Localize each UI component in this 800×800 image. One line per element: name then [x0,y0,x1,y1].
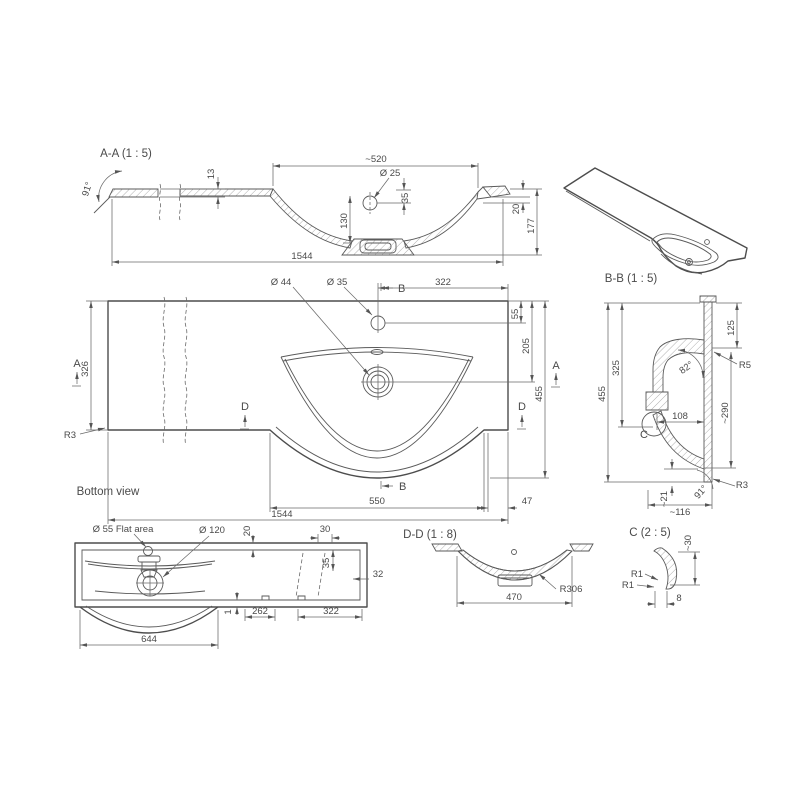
view-detail-c: C (2 : 5) ~30 R1 R1 8 [622,527,700,608]
dim-322-front: 322 [323,606,339,617]
dim-262: 262 [252,606,268,617]
dim-644: 644 [141,634,157,645]
dim-455-bb: 455 [597,386,608,402]
dim-drain-44: Ø 44 [271,277,292,288]
section-marker-d-left: D [241,401,249,413]
dim-1544-aa: 1544 [291,251,312,262]
dim-r306: R306 [560,584,583,595]
section-aa-title: A-A (1 : 5) [100,148,152,160]
dim-r1-upper: R1 [631,569,643,580]
section-marker-a-left: A [73,358,81,370]
dim-hole-25: Ø 25 [380,168,401,179]
section-dd-title: D-D (1 : 8) [403,529,457,541]
dim-21: ~21 [659,491,670,507]
detail-c-marker: C [640,429,648,441]
section-marker-b-bottom: B [399,481,406,493]
dim-55: 55 [510,309,521,320]
dim-290: ~290 [720,402,731,423]
dim-47: 47 [522,496,533,507]
dim-20-front: 20 [242,526,253,537]
dim-130: 130 [339,213,350,229]
section-marker-b-top: B [398,283,405,295]
dim-32: 32 [373,569,384,580]
view-section-aa: A-A (1 : 5) 91° ~520 Ø 25 13 [80,148,542,266]
dim-177: 177 [526,218,537,234]
dim-angle-91: 91° [80,181,95,198]
view-isometric: B-B (1 : 5) [563,167,748,285]
dim-550: 550 [369,496,385,507]
dim-116: ~116 [670,507,691,518]
dim-flat-area: Ø 55 Flat area [93,524,154,535]
dim-322-bottom: 322 [435,277,451,288]
dim-35-aa: 35 [400,193,411,204]
view-section-dd: D-D (1 : 8) R306 470 [403,529,594,607]
dim-470: 470 [506,592,522,603]
detail-c-title: C (2 : 5) [629,527,671,539]
dim-r3-bb: R3 [736,480,748,491]
dim-205: 205 [521,338,532,354]
view-front: Ø 55 Flat area Ø 120 20 30 35 32 1 644 2… [74,524,384,649]
section-marker-d-right: D [518,401,526,413]
view-bottom: Bottom view Ø 44 Ø 35 322 B 55 [64,277,560,524]
section-marker-a-right: A [552,360,560,372]
dim-30: 30 [320,524,331,535]
dim-108: 108 [672,411,688,422]
dim-35-front: 35 [321,558,332,569]
dim-r1-lower: R1 [622,580,634,591]
dim-125: 125 [726,320,737,336]
dim-r3-bottom: R3 [64,430,76,441]
section-bb-title: B-B (1 : 5) [605,273,658,285]
dim-8: 8 [676,593,681,604]
dim-drain-120: Ø 120 [199,525,225,536]
dim-faucet-35: Ø 35 [327,277,348,288]
dim-13: 13 [206,169,217,180]
dim-30-c: ~30 [683,535,694,551]
dim-20-aa: 20 [511,204,522,215]
dim-325: 325 [611,360,622,376]
dim-520: ~520 [365,154,386,165]
dim-326: 326 [80,361,91,377]
dim-455-bottom: 455 [534,386,545,402]
dim-r5: R5 [739,360,751,371]
dim-1: 1 [223,609,234,614]
dim-1544-bottom: 1544 [271,509,292,520]
